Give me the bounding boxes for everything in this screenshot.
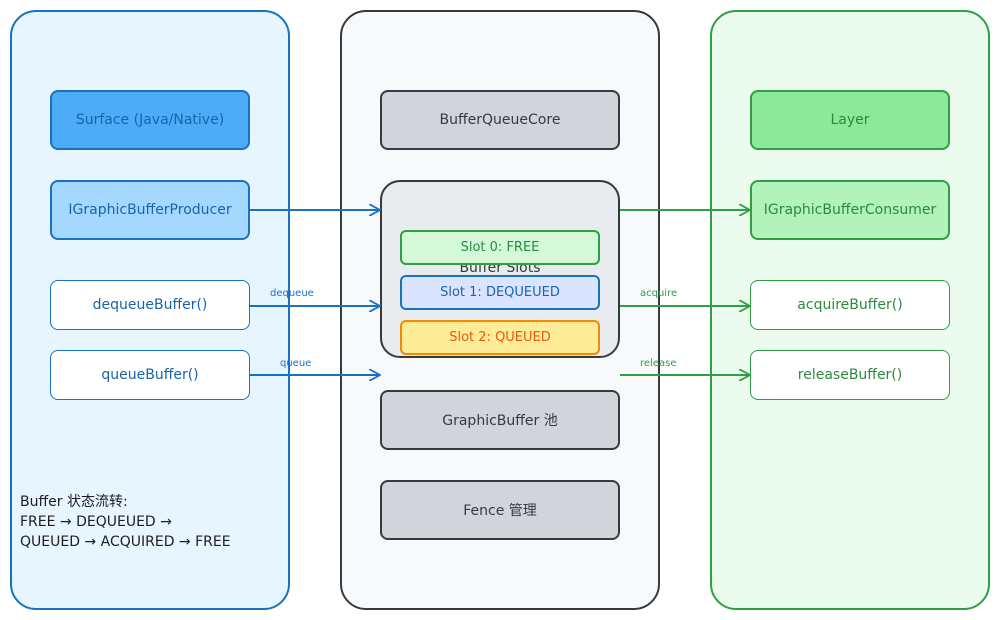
acquire-buffer-box: acquireBuffer() xyxy=(750,280,950,330)
graphic-buffer-pool-box: GraphicBuffer 池 xyxy=(380,390,620,450)
release-buffer-box: releaseBuffer() xyxy=(750,350,950,400)
surface-box: Surface (Java/Native) xyxy=(50,90,250,150)
dequeue-buffer-box: dequeueBuffer() xyxy=(50,280,250,330)
state-note-title: Buffer 状态流转: xyxy=(20,494,128,510)
consumer-interface-box: IGraphicBufferConsumer xyxy=(750,180,950,240)
slot-queued: Slot 2: QUEUED xyxy=(400,320,600,355)
fence-box: Fence 管理 xyxy=(380,480,620,540)
release-edge-label: release xyxy=(640,358,676,369)
queue-edge-label: queue xyxy=(280,358,311,369)
producer-interface-box: IGraphicBufferProducer xyxy=(50,180,250,240)
layer-box: Layer xyxy=(750,90,950,150)
state-note-line-2: QUEUED → ACQUIRED → FREE xyxy=(20,534,231,550)
queue-buffer-box: queueBuffer() xyxy=(50,350,250,400)
slot-dequeued: Slot 1: DEQUEUED xyxy=(400,275,600,310)
buffer-state-note: Buffer 状态流转: FREE → DEQUEUED → QUEUED → … xyxy=(20,492,231,552)
acquire-edge-label: acquire xyxy=(640,288,677,299)
buffer-queue-core-box: BufferQueueCore xyxy=(380,90,620,150)
slot-free: Slot 0: FREE xyxy=(400,230,600,265)
state-note-line-1: FREE → DEQUEUED → xyxy=(20,514,172,530)
dequeue-edge-label: dequeue xyxy=(270,288,314,299)
